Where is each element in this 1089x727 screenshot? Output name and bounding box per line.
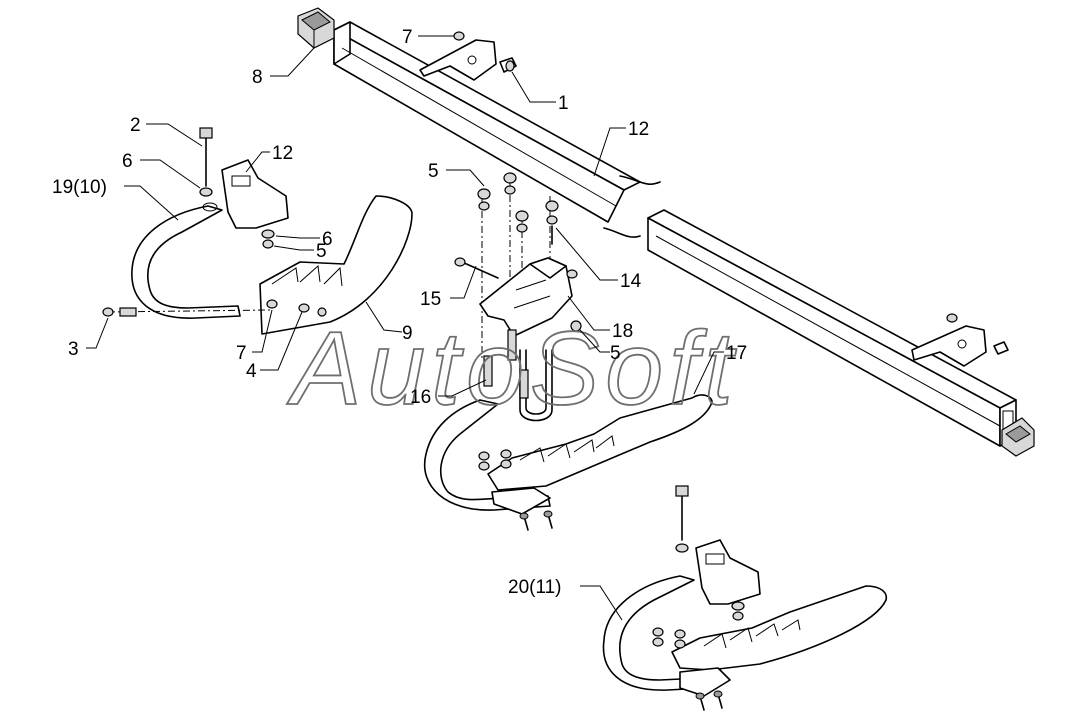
callout-7-top: 7 — [402, 27, 413, 48]
callout-12-clamp: 12 — [272, 143, 293, 164]
callout-1: 1 — [558, 93, 569, 114]
callout-12-beam: 12 — [628, 119, 649, 140]
callout-4: 4 — [246, 361, 257, 382]
callout-18: 18 — [612, 321, 633, 342]
beam-top-bracket — [419, 31, 517, 81]
callout-6-right: 6 — [322, 229, 333, 250]
bottom-tine-assembly — [602, 485, 888, 711]
central-mount — [454, 172, 582, 422]
square-tube-beam — [333, 21, 1017, 447]
callout-3: 3 — [68, 339, 79, 360]
callout-5-top: 5 — [428, 161, 439, 182]
callout-16: 16 — [410, 387, 431, 408]
callout-2: 2 — [130, 115, 141, 136]
callout-19-10: 19(10) — [52, 177, 107, 198]
callout-9: 9 — [402, 323, 413, 344]
center-tine-assembly — [423, 394, 713, 531]
left-tine-assembly — [102, 127, 413, 335]
callout-labels: 1 2 3 4 5 5 5 6 6 7 7 8 9 12 12 14 15 16… — [52, 27, 747, 598]
watermark: AutoSoft — [286, 311, 739, 427]
leader-lines — [86, 35, 724, 621]
callout-14: 14 — [620, 271, 642, 292]
beam-right-bracket — [911, 313, 1009, 367]
callout-5-right: 5 — [610, 343, 621, 364]
callout-15: 15 — [420, 289, 441, 310]
callout-5-left: 5 — [316, 241, 327, 262]
beam-end-cap-right — [1001, 417, 1035, 457]
callout-8: 8 — [252, 67, 263, 88]
beam-end-cap — [297, 7, 335, 49]
callout-17: 17 — [726, 343, 747, 364]
callout-20-11: 20(11) — [508, 577, 562, 598]
callout-6-left: 6 — [122, 151, 133, 172]
callout-7-left: 7 — [236, 343, 247, 364]
